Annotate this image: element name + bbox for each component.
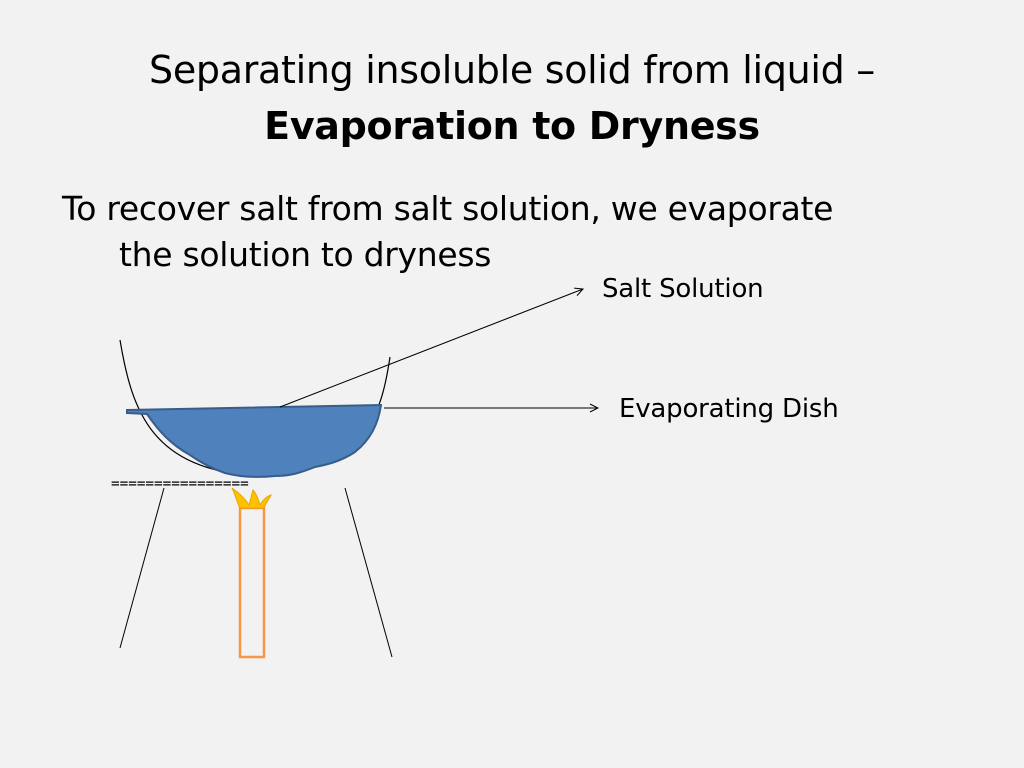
flame-icon bbox=[231, 487, 272, 509]
title-line-2: Evaporation to Dryness bbox=[264, 104, 760, 148]
title-line-1: Separating insoluble solid from liquid – bbox=[149, 48, 875, 92]
tripod-leg-left bbox=[119, 487, 165, 649]
wire-gauze: ================ bbox=[111, 476, 249, 492]
body-line-2: the solution to dryness bbox=[119, 235, 492, 274]
body-line-1: To recover salt from salt solution, we e… bbox=[62, 189, 834, 228]
bunsen-burner bbox=[238, 506, 266, 659]
slide-title: Separating insoluble solid from liquid –… bbox=[0, 42, 1024, 154]
body-text: To recover salt from salt solution, we e… bbox=[62, 186, 962, 278]
salt-solution-label: Salt Solution bbox=[602, 274, 764, 304]
salt-solution-pointer bbox=[279, 289, 583, 408]
evaporating-dish-label: Evaporating Dish bbox=[619, 394, 839, 424]
tripod-leg-right bbox=[344, 487, 393, 658]
salt-solution bbox=[126, 403, 383, 478]
